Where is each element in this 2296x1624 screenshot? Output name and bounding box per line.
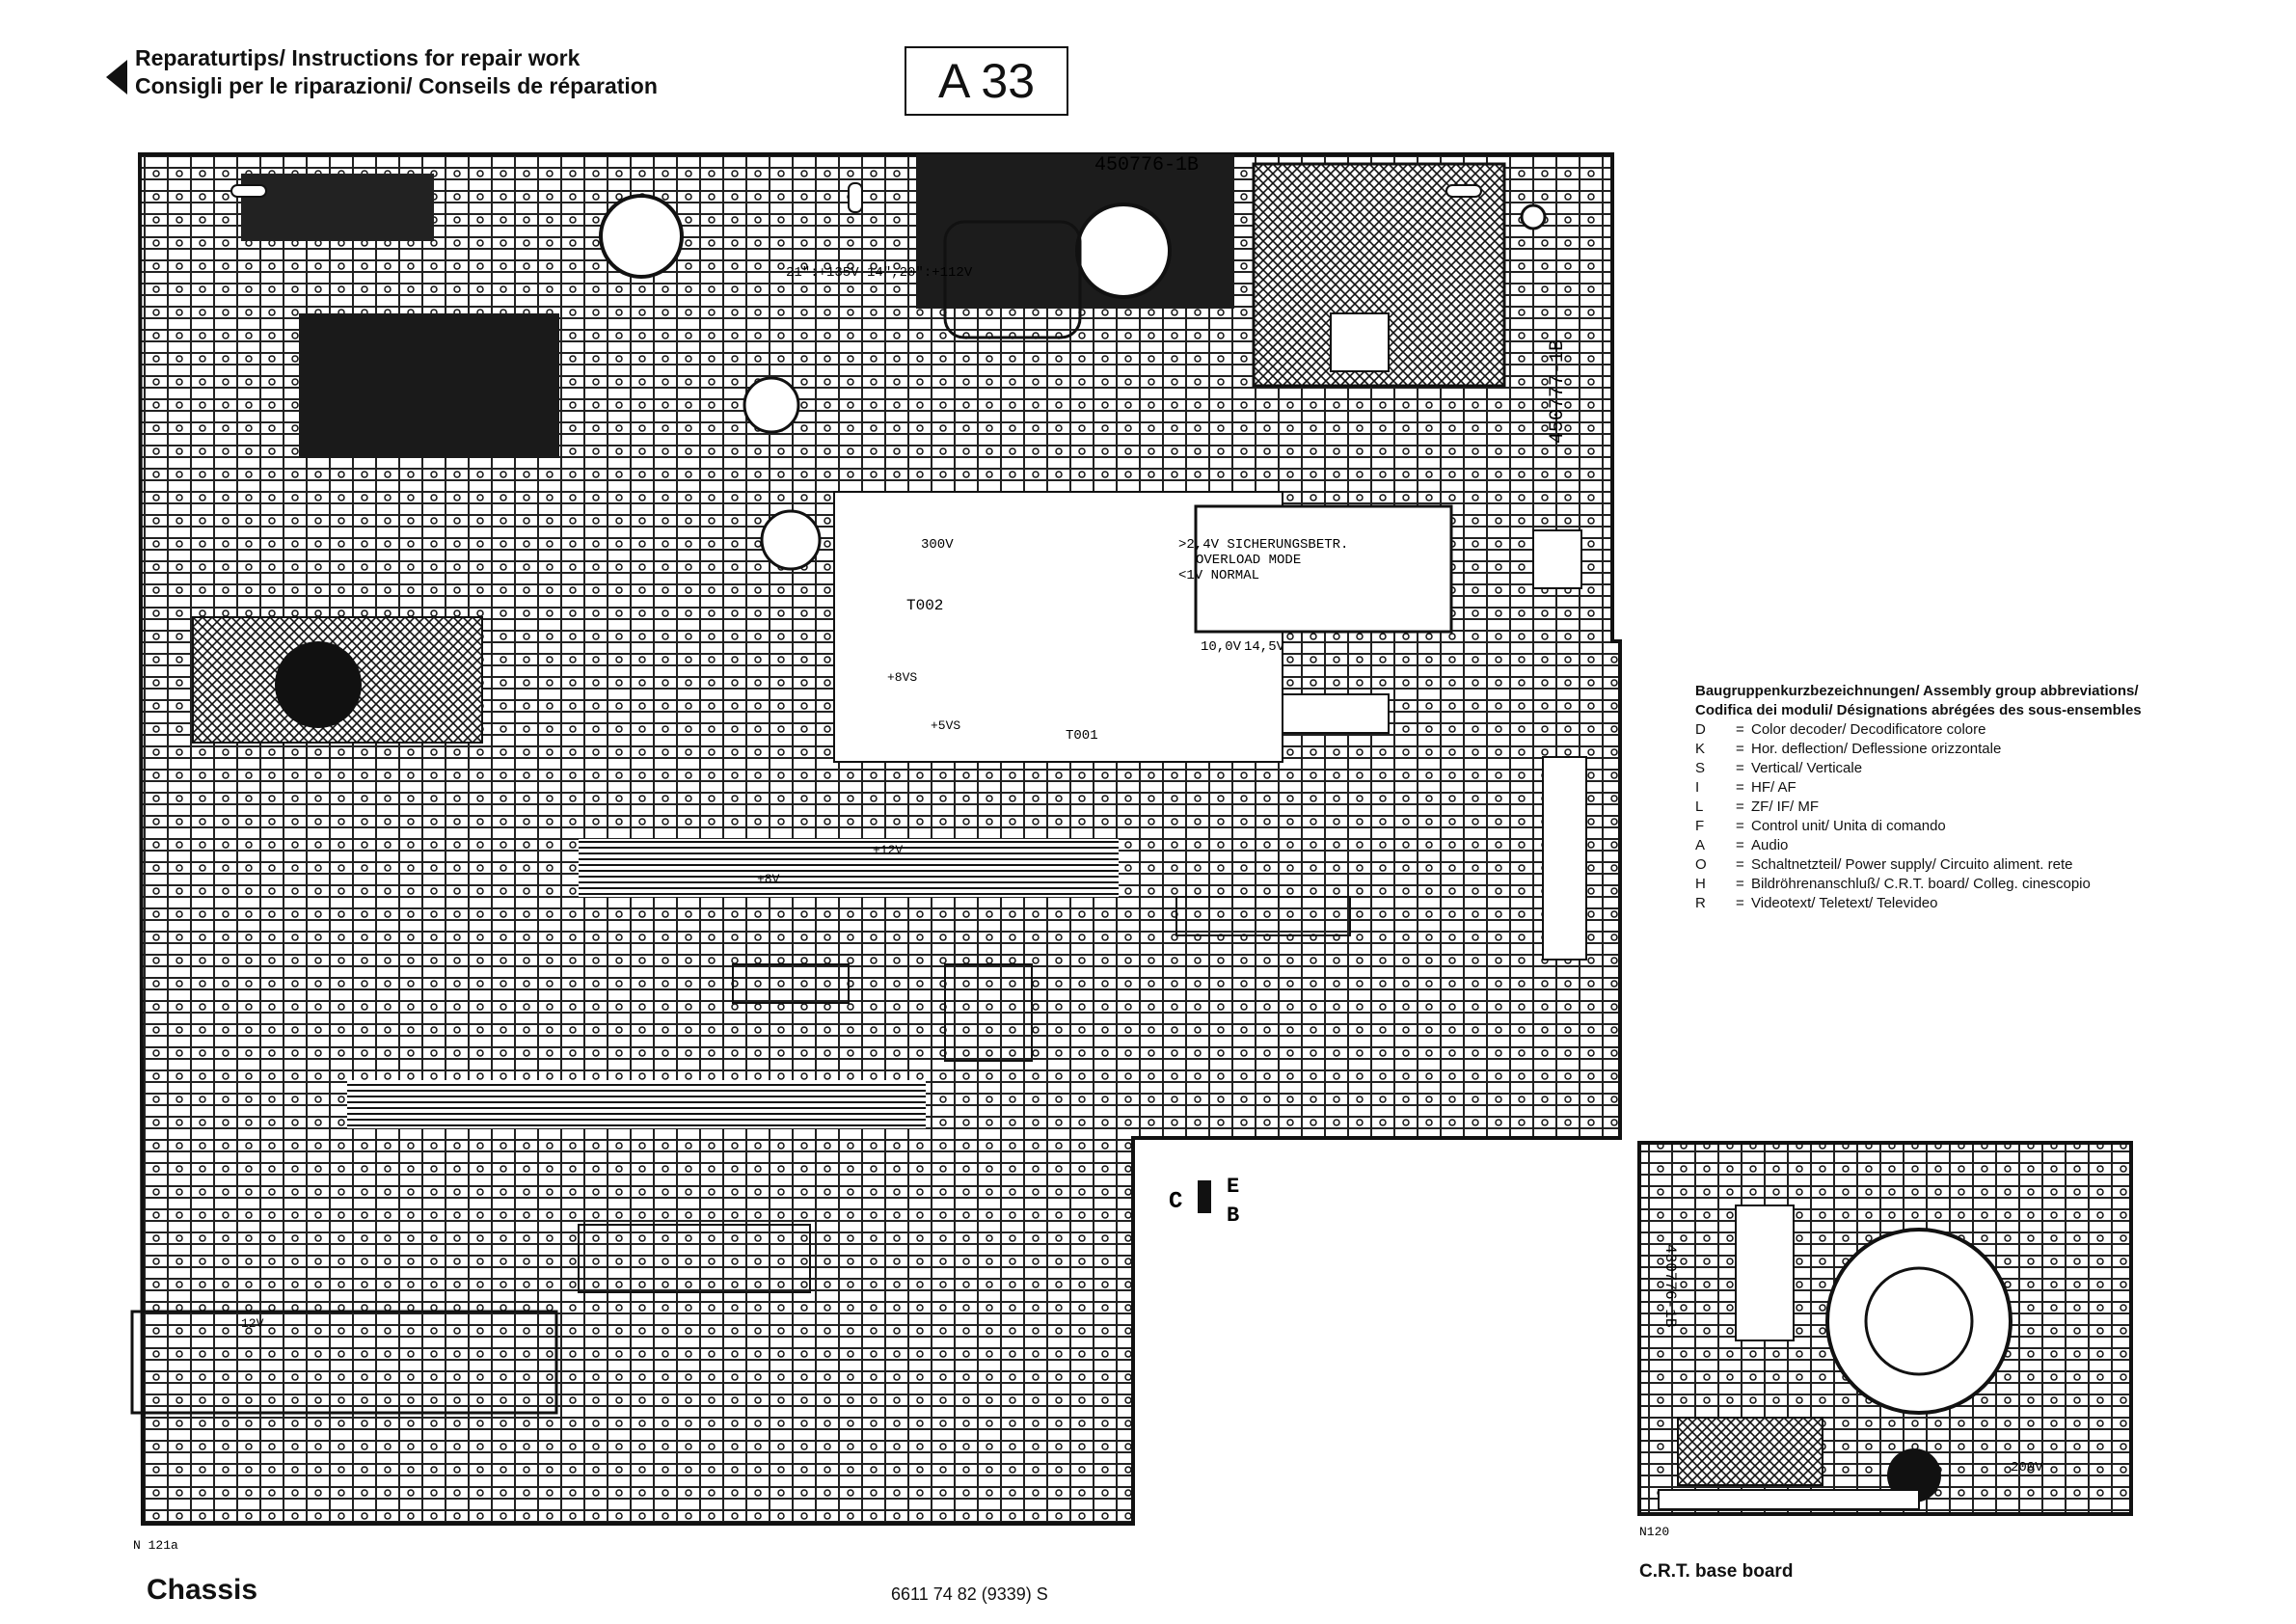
label-12v: 12V — [241, 1316, 264, 1331]
legend-row: F=Control unit/ Unita di comando — [1695, 818, 1946, 834]
board-id-side: 450777-1B — [1547, 339, 1569, 444]
label-300v: 300V — [921, 537, 954, 553]
part-number: 6611 74 82 (9339) S — [891, 1584, 1048, 1604]
legend-row: K=Hor. deflection/ Deflessione orizzonta… — [1695, 741, 2002, 757]
legend-row: R=Videotext/ Teletext/ Televideo — [1695, 895, 1938, 911]
legend-title-1: Baugruppenkurzbezeichnungen/ Assembly gr… — [1695, 683, 2139, 699]
label-supply-voltage: 21":+135V 14",20":+112V — [786, 265, 973, 281]
legend-title-2: Codifica dei moduli/ Désignations abrégé… — [1695, 702, 2142, 718]
label-plus-8vs: +8VS — [887, 670, 917, 685]
ceb-marker: C E B — [1169, 1175, 1239, 1228]
legend-row: O=Schaltnetzteil/ Power supply/ Circuito… — [1695, 856, 2073, 873]
chassis-label: Chassis — [147, 1574, 258, 1606]
board-id-top: 450776-1B — [1094, 154, 1199, 176]
label-n121a: N 121a — [133, 1538, 178, 1553]
legend-row: D=Color decoder/ Decodificatore colore — [1695, 721, 1986, 738]
label-overload-1: >2,4V SICHERUNGSBETR. — [1178, 537, 1348, 553]
label-b: B — [1227, 1204, 1239, 1228]
label-plus-12v: +12V — [873, 843, 903, 857]
label-overload-2: OVERLOAD MODE — [1196, 553, 1301, 568]
label-e: E — [1227, 1175, 1239, 1199]
main-board — [130, 152, 1622, 1526]
legend-row: S=Vertical/ Verticale — [1695, 760, 1863, 776]
label-t002: T002 — [906, 597, 943, 614]
header-title: Reparaturtips/ Instructions for repair w… — [135, 44, 658, 100]
crt-board-label: C.R.T. base board — [1639, 1561, 1794, 1582]
label-plus-8v: +8V — [757, 872, 780, 886]
legend-row: A=Audio — [1695, 837, 1789, 853]
legend-row: H=Bildröhrenanschluß/ C.R.T. board/ Coll… — [1695, 876, 2091, 892]
label-14-5v: 14,5V — [1244, 639, 1285, 655]
back-arrow-icon[interactable] — [106, 60, 127, 95]
legend-row: L=ZF/ IF/ MF — [1695, 798, 1819, 815]
label-t001: T001 — [1066, 728, 1098, 744]
label-10v: 10,0V — [1201, 639, 1242, 655]
board-id-crt: 430776-1B — [1661, 1244, 1679, 1327]
label-plus-5vs: +5VS — [931, 718, 960, 733]
legend-row: I=HF/ AF — [1695, 779, 1796, 796]
label-n120: N120 — [1639, 1525, 1669, 1539]
label-200v: 200V — [2011, 1460, 2043, 1475]
crt-base-board: 430776-1B 200V N120 — [1637, 1141, 2133, 1539]
header-line-2: Consigli per le riparazioni/ Conseils de… — [135, 73, 658, 98]
label-overload-3: <1V NORMAL — [1178, 568, 1259, 583]
assembly-legend: Baugruppenkurzbezeichnungen/ Assembly gr… — [1695, 682, 2235, 913]
page-code-box: A 33 — [905, 46, 1068, 116]
header-line-1: Reparaturtips/ Instructions for repair w… — [135, 45, 581, 70]
label-c: C — [1169, 1189, 1182, 1215]
board-labels: 450776-1B 450777-1B T002 T001 300V 21":+… — [133, 154, 1569, 1553]
